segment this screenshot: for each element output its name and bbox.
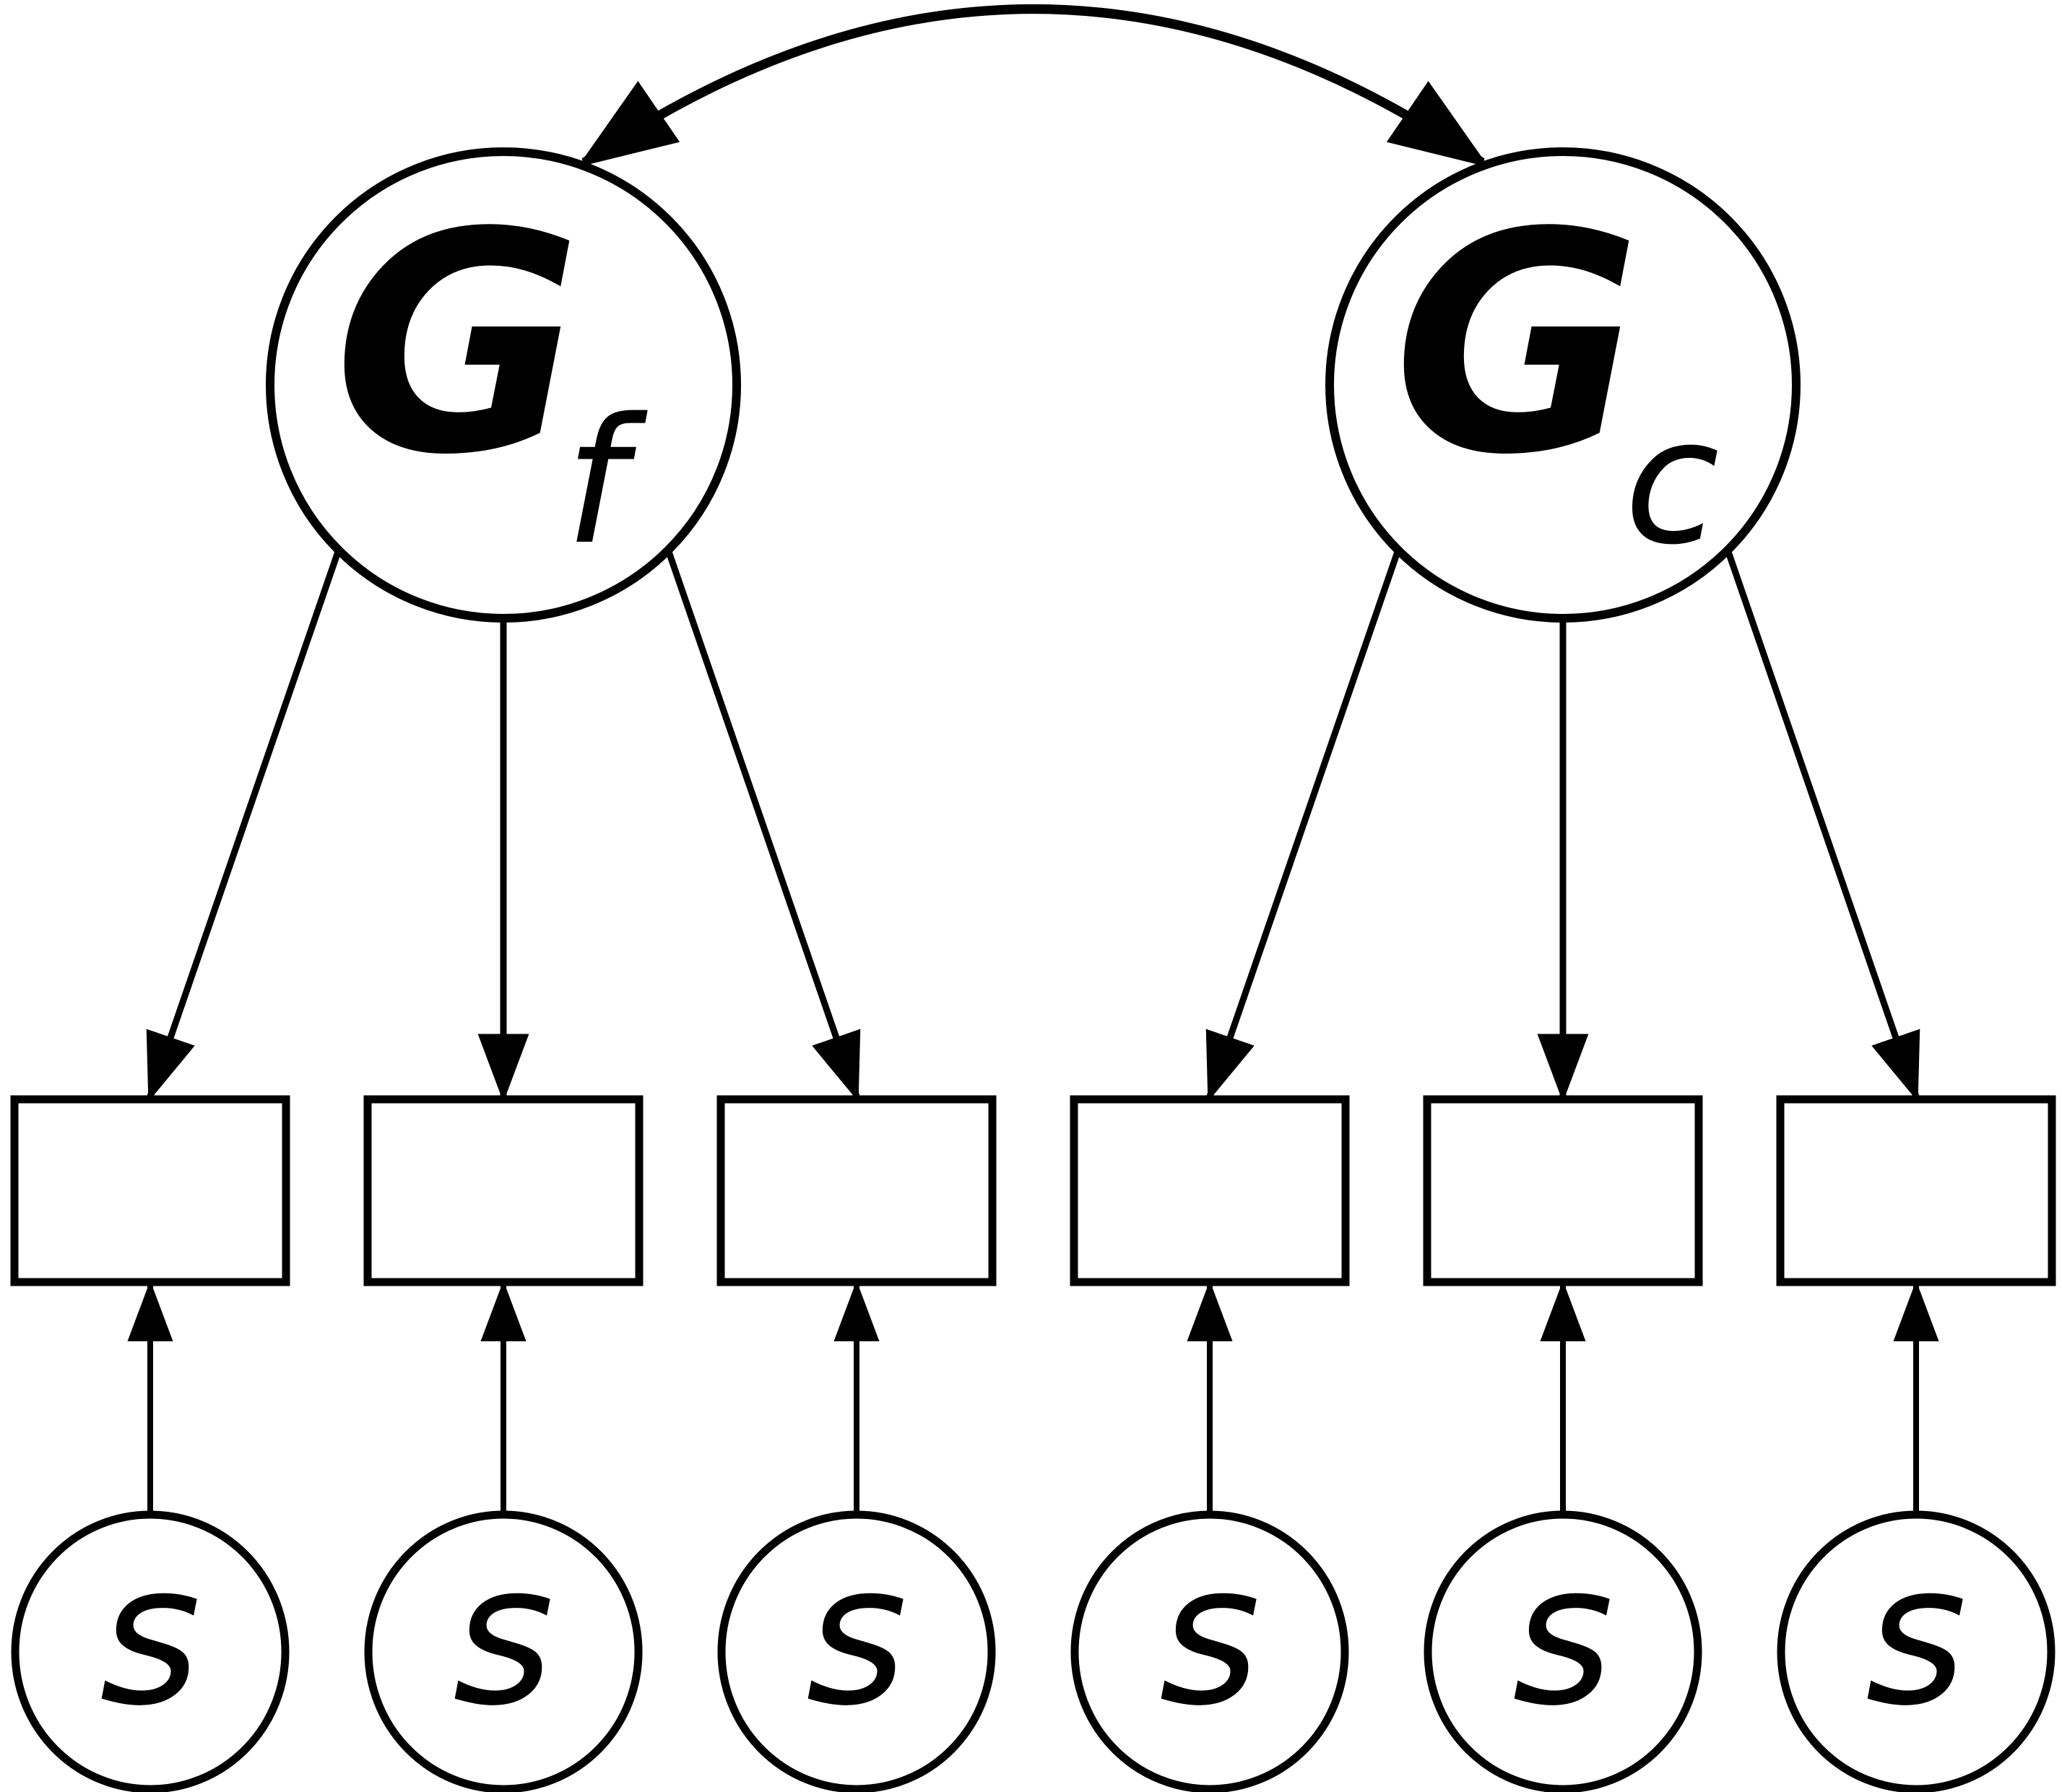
s4-label: s <box>1159 1521 1261 1749</box>
observed-variable-3 <box>716 1095 997 1286</box>
gc-subscript: c <box>1624 381 1720 583</box>
observed-variable-6 <box>1776 1095 2056 1286</box>
specific-factor-s2-circle <box>364 1510 643 1792</box>
s6-label: s <box>1866 1521 1967 1749</box>
gc-label: G <box>1393 168 1642 521</box>
observed-variable-2 <box>363 1095 644 1286</box>
loading-arrow-gf-var1 <box>146 548 342 1102</box>
specific-factor-s5-circle <box>1424 1510 1702 1792</box>
loading-arrow-gc-var4 <box>1205 548 1402 1102</box>
observed-variable-4 <box>1070 1095 1350 1286</box>
observed-variable-1 <box>10 1095 290 1286</box>
latent-factor-gf-circle <box>266 147 741 623</box>
s2-label: s <box>453 1521 555 1749</box>
specific-factor-s4-circle <box>1070 1510 1349 1792</box>
gf-label: G <box>334 168 583 521</box>
loading-arrow-gf-var3 <box>664 548 861 1102</box>
s1-label: s <box>100 1521 202 1749</box>
observed-variable-5 <box>1423 1095 1703 1286</box>
latent-factor-gc-circle <box>1325 147 1801 623</box>
specific-factor-s1-circle <box>11 1510 290 1792</box>
specific-factor-s6-circle <box>1777 1510 2055 1792</box>
s5-label: s <box>1512 1521 1614 1749</box>
specific-factor-s3-circle <box>717 1510 996 1792</box>
s3-label: s <box>806 1521 908 1749</box>
loading-arrow-gc-var6 <box>1724 548 1920 1102</box>
covariance-arrow-gf-gc <box>577 4 1489 168</box>
